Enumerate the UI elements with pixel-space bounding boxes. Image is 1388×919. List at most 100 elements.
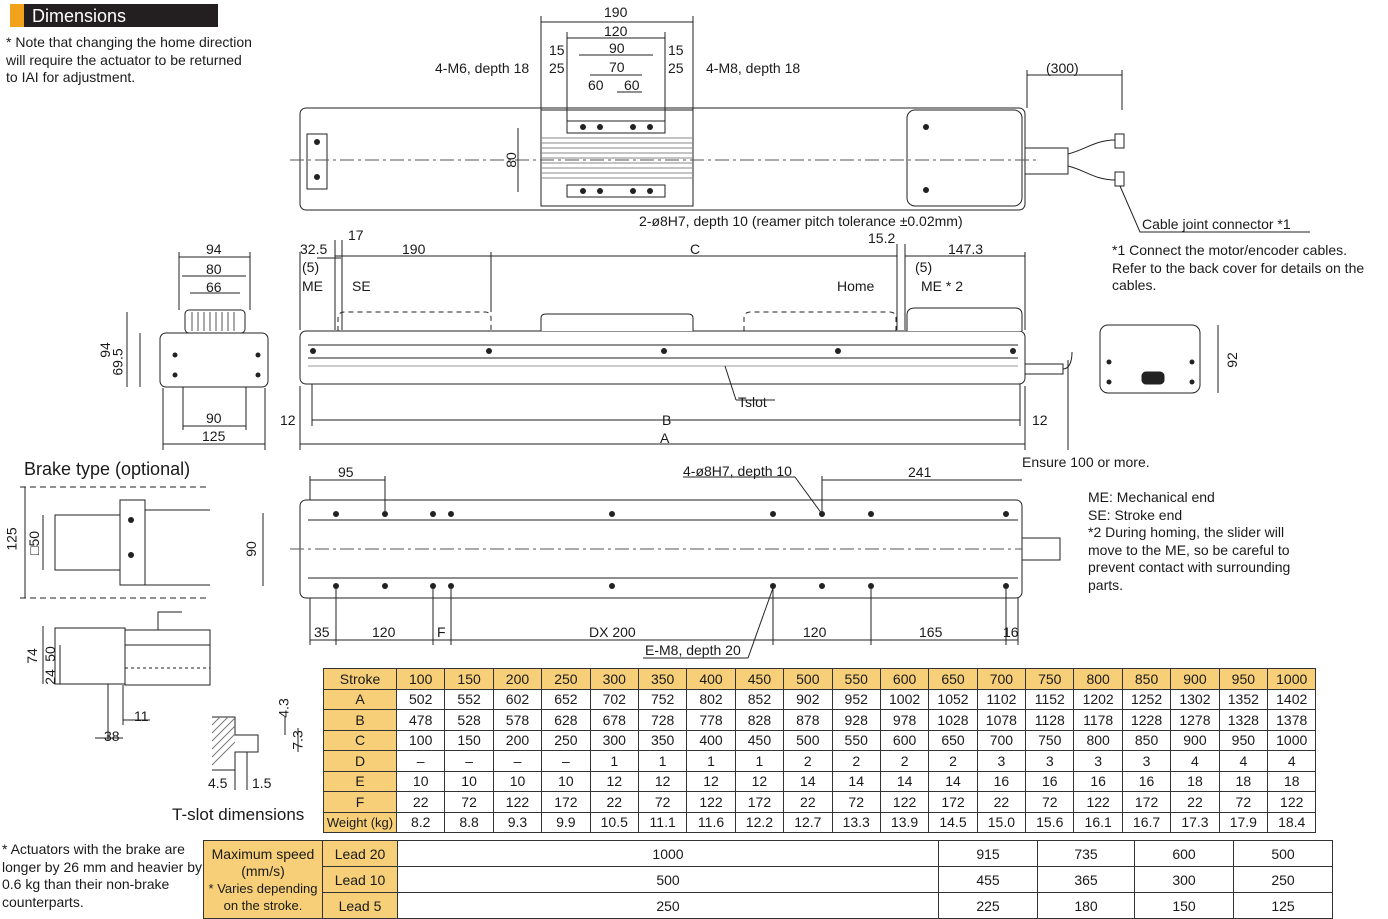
spec-cell: 2 (831, 750, 881, 772)
lead-label: Lead 5 (322, 892, 398, 919)
spec-cell: 1000 (1267, 729, 1317, 751)
stroke-cell: 1000 (1267, 668, 1317, 690)
dim-t1-5: 1.5 (252, 775, 272, 791)
spec-cell: 802 (686, 688, 736, 710)
spec-cell: 18 (1267, 770, 1317, 792)
spec-cell: 950 (1218, 729, 1269, 751)
spec-cell: 8.2 (395, 811, 446, 833)
spec-cell: 10 (395, 770, 446, 792)
spec-cell: 1402 (1267, 688, 1317, 710)
spec-cell: 122 (1267, 791, 1317, 813)
spec-cell: 350 (637, 729, 688, 751)
spec-cell: 12 (637, 770, 688, 792)
tslot-dims-heading: T-slot dimensions (172, 805, 305, 824)
spec-cell: 852 (734, 688, 785, 710)
spec-cell: 828 (734, 709, 785, 731)
spec-cell: 450 (734, 729, 785, 751)
spec-cell: 72 (1218, 791, 1269, 813)
spec-cell: 18 (1218, 770, 1269, 792)
spec-cell: 14 (879, 770, 930, 792)
spec-cell: 2 (783, 750, 833, 772)
dim-25-left: 25 (549, 60, 565, 76)
brake-note: * Actuators with the brake are longer by… (2, 841, 202, 910)
dim-15-left: 15 (549, 42, 565, 58)
spec-cell: 1102 (976, 688, 1027, 710)
speed-cell: 150 (1134, 892, 1234, 919)
spec-cell: 778 (686, 709, 736, 731)
dim-12-left: 12 (280, 412, 296, 428)
dim-70: 70 (609, 59, 625, 75)
legend-me: ME: Mechanical end (1088, 489, 1215, 505)
label-se: SE (352, 278, 371, 294)
spec-cell: 14.5 (928, 811, 978, 833)
spec-cell: 12 (734, 770, 785, 792)
speed-cell: 365 (1037, 866, 1135, 893)
spec-cell: 552 (444, 688, 494, 710)
dim-5-left: (5) (302, 259, 320, 275)
stroke-header: Stroke (323, 668, 397, 690)
spec-cell: 18 (1170, 770, 1220, 792)
dim-94: 94 (206, 241, 222, 257)
spec-cell: 902 (783, 688, 833, 710)
spec-cell: 172 (1121, 791, 1172, 813)
dim-b38: 38 (104, 728, 120, 744)
spec-row-label: F (323, 791, 397, 813)
dim-92: 92 (1223, 352, 1240, 368)
speed-cell: 1000 (397, 840, 939, 867)
spec-cell: 1078 (976, 709, 1027, 731)
speed-cell: 125 (1233, 892, 1333, 919)
spec-cell: 3 (1121, 750, 1172, 772)
spec-cell: 150 (444, 729, 494, 751)
spec-cell: 1202 (1073, 688, 1123, 710)
spec-cell: 500 (783, 729, 833, 751)
dim-t4-5: 4.5 (208, 775, 228, 791)
home-direction-note: * Note that changing the home direction … (6, 34, 252, 85)
stroke-cell: 100 (395, 668, 446, 690)
dim-b-50: 50 (41, 646, 58, 662)
spec-cell: 10 (444, 770, 494, 792)
dim-B: B (662, 412, 672, 428)
spec-cell: 11.6 (686, 811, 736, 833)
stroke-cell: 650 (928, 668, 978, 690)
spec-cell: 172 (734, 791, 785, 813)
spec-row-label: B (323, 709, 397, 731)
spec-cell: 12 (589, 770, 639, 792)
spec-cell: 122 (492, 791, 543, 813)
spec-cell: 478 (395, 709, 446, 731)
dim-66: 66 (206, 279, 222, 295)
label-home: Home (837, 278, 875, 294)
label-me2: ME * 2 (921, 278, 964, 294)
spec-cell: 702 (589, 688, 639, 710)
spec-cell: 728 (637, 709, 688, 731)
spec-cell: 4 (1170, 750, 1220, 772)
speed-cell: 455 (938, 866, 1038, 893)
spec-cell: 10 (541, 770, 591, 792)
stroke-cell: 400 (686, 668, 736, 690)
dim-A: A (660, 430, 670, 446)
dim-t4-3: 4.3 (275, 698, 292, 718)
max-speed-subnote: * Varies depending on the stroke. (208, 880, 318, 913)
spec-cell: 13.3 (831, 811, 881, 833)
dim-b125: 125 (3, 527, 20, 551)
spec-cell: 15.0 (976, 811, 1027, 833)
dim-15-2: 15.2 (868, 230, 896, 246)
spec-cell: 16.1 (1073, 811, 1123, 833)
spec-cell: – (395, 750, 446, 772)
spec-cell: 122 (1073, 791, 1123, 813)
spec-cell: 1178 (1073, 709, 1123, 731)
label-m8: 4-M8, depth 18 (706, 60, 801, 76)
stroke-cell: 950 (1218, 668, 1269, 690)
spec-cell: 72 (831, 791, 881, 813)
dim-F: F (437, 624, 446, 640)
label-ensure: Ensure 100 or more. (1022, 454, 1150, 470)
spec-row-label: A (323, 688, 397, 710)
dim-90-bottom: 90 (242, 541, 259, 557)
lead-label: Lead 10 (322, 866, 398, 893)
speed-cell: 250 (397, 892, 939, 919)
spec-cell: 650 (928, 729, 978, 751)
label-h8: 4-ø8H7, depth 10 (683, 463, 792, 479)
spec-cell: 528 (444, 709, 494, 731)
